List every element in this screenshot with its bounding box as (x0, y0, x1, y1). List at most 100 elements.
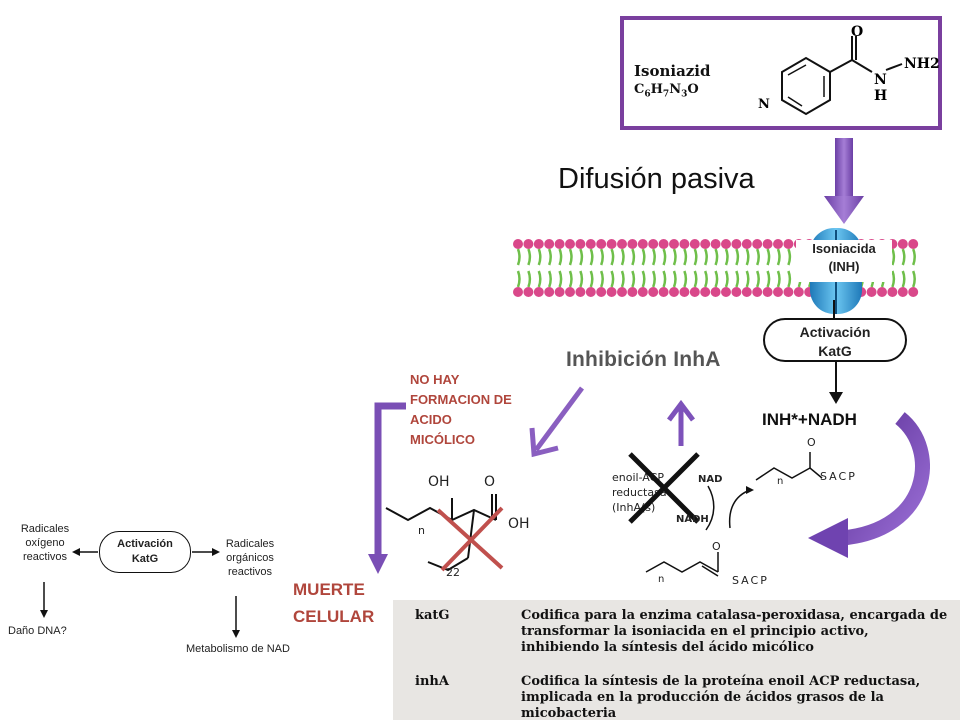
lipid-tail (891, 248, 896, 266)
lipid-head (523, 239, 534, 249)
mycolic-acid-structure (385, 494, 504, 572)
right-radicals-line3: reactivos (227, 566, 273, 578)
lipid-tail (901, 270, 906, 288)
lipid-tail (662, 270, 667, 288)
lipid-head (617, 287, 627, 297)
atom-o: O (851, 24, 864, 40)
lipid-head (710, 287, 721, 297)
gene-name-inha: inhA (415, 674, 449, 689)
mycolic-22: 22 (446, 566, 460, 579)
lipid-head (648, 239, 659, 249)
lipid-tail (600, 248, 604, 266)
lipid-tail (610, 270, 615, 288)
lipid-tail (568, 270, 573, 288)
muerte-line2: CELULAR (293, 607, 375, 626)
connector-line (833, 300, 835, 320)
down-arrow-small-icon (829, 362, 843, 404)
mycolic-o: O (484, 474, 496, 490)
lipid-tail (756, 270, 760, 288)
lipid-head (689, 287, 700, 297)
lipid-tail (787, 248, 792, 266)
lipid-tail (745, 270, 750, 288)
atom-h: H (874, 88, 888, 104)
ring-nitrogen: N (758, 97, 770, 112)
lipid-head (627, 239, 638, 249)
lipid-tail (912, 248, 916, 266)
lipid-head (908, 239, 919, 249)
down-arrow-icon (824, 138, 864, 224)
lipid-head (533, 239, 544, 249)
lipid-head (669, 239, 679, 249)
lipid-head (617, 239, 627, 249)
up-arrow-icon (667, 399, 695, 446)
lipid-tail (724, 270, 729, 288)
left-radicals-line1: Radicales (20, 523, 70, 535)
lipid-tail (776, 270, 781, 288)
isoniazid-name: Isoniazid (634, 62, 711, 80)
lipid-tail (683, 248, 688, 266)
lipid-head (565, 239, 575, 249)
lipid-tail (652, 248, 656, 266)
right-radicals-label: Radicales orgánicos reactivos (214, 537, 286, 579)
enoyl-sacp: SACP (732, 574, 769, 587)
lipid-head (585, 287, 596, 297)
lipid-head (513, 239, 523, 249)
lipid-head (648, 287, 659, 297)
lipid-head (741, 239, 752, 249)
channel-label: Isoniacida (INH) (796, 240, 892, 282)
reaction-arrows (705, 485, 754, 531)
enoyl-acp-structure (645, 552, 719, 577)
lipid-tail (683, 270, 688, 288)
enoyl-o: O (712, 540, 721, 553)
lipid-tail (620, 270, 625, 288)
lipid-head (658, 239, 669, 249)
lipid-head (658, 287, 669, 297)
lipid-head (606, 239, 617, 249)
lipid-tail (548, 270, 552, 288)
lipid-tail (672, 270, 677, 288)
lipid-head (773, 287, 783, 297)
lipid-head (637, 287, 648, 297)
lipid-tail (579, 248, 584, 266)
katg-small-line1: Activación (117, 538, 173, 550)
acyl-o: O (807, 436, 816, 449)
lipid-tail (548, 248, 552, 266)
lipid-head (679, 287, 690, 297)
lipid-head (575, 287, 586, 297)
right-radicals-line1: Radicales (225, 538, 275, 550)
lipid-head (544, 287, 555, 297)
lipid-head (669, 287, 679, 297)
lipid-head (533, 287, 544, 297)
inhibition-cross-icon (628, 452, 700, 524)
lipid-head (783, 287, 794, 297)
lipid-head (700, 239, 711, 249)
dna-damage-label: Daño DNA? (8, 625, 67, 637)
acyl-n: n (777, 476, 784, 487)
nad-metabolism-label: Metabolismo de NAD (186, 643, 290, 655)
lipid-tail (631, 270, 636, 288)
lipid-head (887, 287, 898, 297)
lipid-head (897, 287, 908, 297)
lipid-tail (704, 270, 708, 288)
lipid-head (575, 239, 586, 249)
gene-desc-inha: Codifica la síntesis de la proteína enoi… (521, 674, 921, 721)
lipid-tail (766, 270, 771, 288)
lipid-tail (735, 248, 740, 266)
lipid-tail (579, 270, 584, 288)
katg-small-line2: KatG (131, 553, 159, 565)
lipid-tail (714, 248, 719, 266)
lipid-head (783, 239, 794, 249)
lipid-head (689, 239, 700, 249)
mycolic-oh: OH (428, 474, 450, 490)
lipid-head (710, 239, 721, 249)
curved-arrow-icon (808, 412, 930, 558)
lipid-tail (589, 248, 594, 266)
nadh-label: NADH (676, 514, 709, 525)
lipid-tail (704, 248, 708, 266)
lipid-tail (735, 270, 740, 288)
left-radicals-label: Radicales oxígeno reactivos (10, 522, 80, 564)
mycolic-n: n (418, 524, 425, 537)
lipid-tail (891, 270, 896, 288)
gene-desc-katg: Codifica para la enzima catalasa-peroxid… (521, 608, 948, 655)
atom-n: N (874, 72, 887, 88)
